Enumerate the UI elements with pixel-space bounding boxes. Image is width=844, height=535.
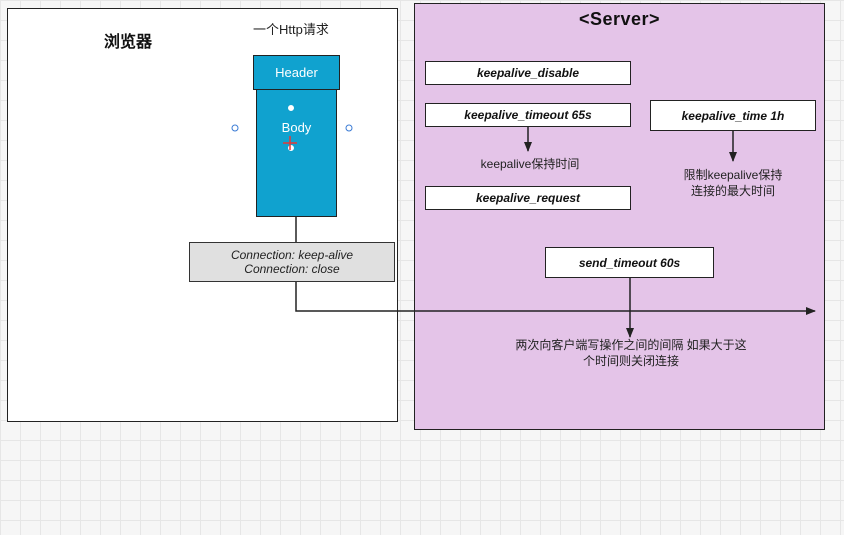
send-timeout-box[interactable]: send_timeout 60s xyxy=(545,247,714,278)
keepalive-time-label: keepalive_time 1h xyxy=(681,108,785,123)
server-title: <Server> xyxy=(578,9,661,29)
keepalive-time-box[interactable]: keepalive_time 1h xyxy=(650,100,816,131)
selection-handle-right xyxy=(345,124,353,132)
send-timeout-note-line1: 两次向客户端写操作之间的间隔 如果大于这 xyxy=(515,338,747,352)
connection-close-text: Connection: close xyxy=(244,262,340,276)
send-timeout-label: send_timeout 60s xyxy=(578,255,681,270)
keepalive-time-note-line2: 连接的最大时间 xyxy=(690,184,775,198)
request-body-label: Body xyxy=(281,120,312,135)
send-timeout-note: 两次向客户端写操作之间的间隔 如果大于这 个时间则关闭连接 xyxy=(500,337,762,369)
keepalive-timeout-box[interactable]: keepalive_timeout 65s xyxy=(425,103,631,127)
request-title: 一个Http请求 xyxy=(253,22,329,37)
move-cursor-icon xyxy=(283,136,297,150)
keepalive-request-box[interactable]: keepalive_request xyxy=(425,186,631,210)
connection-keep-alive-text: Connection: keep-alive xyxy=(230,248,354,262)
selection-handle-left xyxy=(231,124,239,132)
connection-to-server-arrow xyxy=(295,282,816,315)
keepalive-request-label: keepalive_request xyxy=(475,191,581,205)
connection-header-box[interactable]: Connection: keep-alive Connection: close xyxy=(189,242,395,282)
request-header-label: Header xyxy=(275,65,318,80)
keepalive-disable-box[interactable]: keepalive_disable xyxy=(425,61,631,85)
keepalive-time-note-line1: 限制keepalive保持 xyxy=(683,168,783,182)
keepalive-disable-label: keepalive_disable xyxy=(476,66,580,80)
selection-handle-top xyxy=(288,105,294,111)
keepalive-timeout-label: keepalive_timeout 65s xyxy=(464,108,592,122)
request-body-block[interactable]: Body xyxy=(256,89,337,217)
keepalive-timeout-note: keepalive保持时间 xyxy=(480,157,580,171)
keepalive-time-note: 限制keepalive保持 连接的最大时间 xyxy=(670,167,796,199)
browser-title: 浏览器 xyxy=(104,34,153,51)
send-timeout-note-line2: 个时间则关闭连接 xyxy=(582,354,679,368)
